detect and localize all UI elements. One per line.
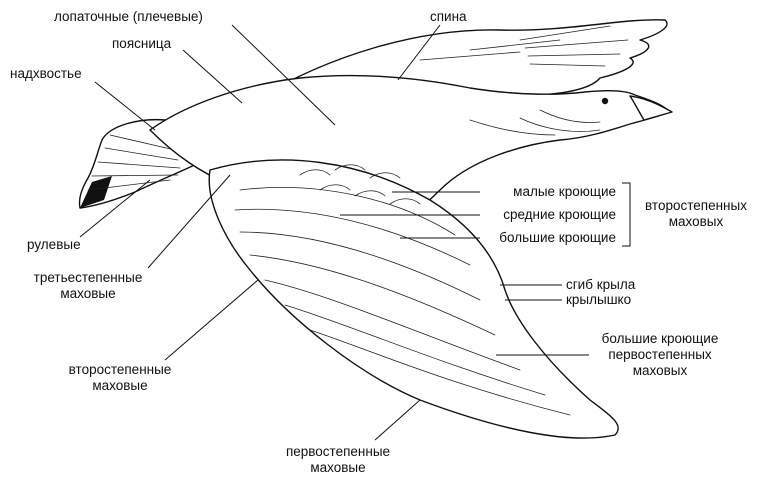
- label-secondaries-line2: маховые: [35, 378, 205, 394]
- lower-wing-drawing: [209, 160, 618, 438]
- label-primary-coverts-line2: первостепенных: [582, 347, 738, 363]
- label-wrist: сгиб крыла: [566, 277, 635, 293]
- label-tertials-line1: третьестепенные: [0, 270, 178, 286]
- label-rectrices: рулевые: [27, 237, 81, 253]
- label-secondary-group-line1: второстепенных: [632, 198, 760, 214]
- label-secondary-group: второстепенных маховых: [632, 198, 760, 230]
- label-back: спина: [430, 9, 467, 25]
- label-primaries: первостепенные маховые: [252, 444, 424, 476]
- label-uppertail-coverts: надхвостье: [10, 66, 82, 82]
- label-greater-coverts: большие кроющие: [458, 230, 616, 246]
- label-alula: крылышко: [566, 292, 631, 308]
- label-tertials-line2: маховые: [0, 286, 178, 302]
- label-primary-coverts: большие кроющие первостепенных маховых: [582, 331, 738, 379]
- label-scapulars: лопаточные (плечевые): [54, 9, 203, 25]
- label-median-coverts: средние кроющие: [458, 207, 616, 223]
- label-rump: поясница: [112, 36, 171, 52]
- label-secondaries: второстепенные маховые: [35, 362, 205, 394]
- label-primary-coverts-line3: маховых: [582, 363, 738, 379]
- label-primary-coverts-line1: большие кроющие: [582, 331, 738, 347]
- label-primaries-line2: маховые: [252, 460, 424, 476]
- label-tertials: третьестепенные маховые: [0, 270, 178, 302]
- label-lesser-coverts: малые кроющие: [458, 184, 616, 200]
- label-secondary-group-line2: маховых: [632, 214, 760, 230]
- label-primaries-line1: первостепенные: [252, 444, 424, 460]
- label-secondaries-line1: второстепенные: [35, 362, 205, 378]
